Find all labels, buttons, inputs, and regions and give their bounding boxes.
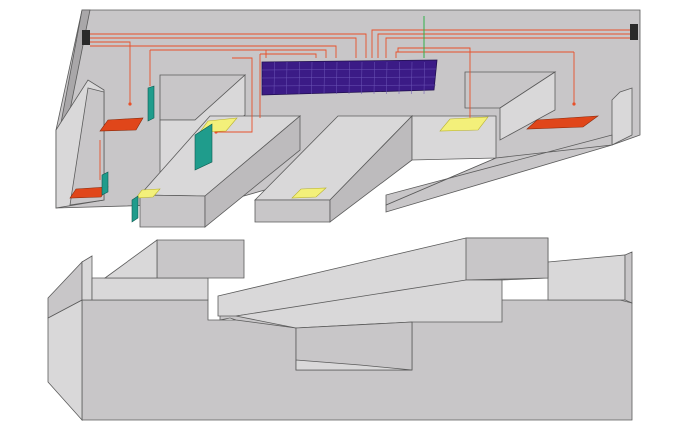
lower-left-block-side — [103, 239, 158, 279]
wire-terminal — [572, 102, 576, 106]
wire-trace — [90, 41, 131, 104]
beam-1-side — [204, 115, 301, 228]
wiring-harness — [90, 29, 630, 182]
wire-trace — [90, 37, 357, 58]
lower-left-post — [81, 255, 93, 301]
chip-grid-column — [323, 61, 325, 95]
yellow-pad-4 — [439, 116, 489, 132]
red-pad-3 — [526, 115, 600, 130]
wire-trace — [377, 33, 630, 58]
chip-grid-column — [336, 61, 338, 95]
chip-grid-column — [311, 61, 313, 95]
lower-left-plateau — [91, 277, 209, 301]
wire-trace — [260, 53, 317, 58]
lower-left-side — [47, 299, 83, 422]
lower-inner-slope — [295, 359, 413, 371]
lower-right-post — [624, 251, 633, 304]
wire-trace — [90, 45, 337, 58]
upper-right-step — [611, 87, 633, 146]
wire-trace — [371, 29, 630, 58]
left-connector — [82, 30, 90, 45]
teal-plate-1 — [147, 85, 155, 122]
chip-array — [261, 59, 438, 96]
teal-plate-4 — [131, 195, 139, 223]
center-block-slope — [385, 134, 613, 206]
chip-grid-column — [361, 61, 363, 95]
chip-grid-column — [386, 61, 388, 95]
red-pad-1 — [99, 117, 144, 132]
upper-left-wall-inner — [69, 87, 105, 206]
wire-trace — [90, 33, 367, 58]
wire-trace — [385, 37, 630, 58]
wire-trace — [150, 49, 327, 58]
right-connector — [630, 24, 638, 40]
lower-assembly — [47, 237, 633, 422]
wire-trace — [395, 51, 574, 58]
beam-2-front — [254, 199, 331, 223]
wire-trace — [397, 47, 471, 118]
lower-right-back — [547, 254, 626, 301]
yellow-pad-2 — [135, 188, 161, 199]
chip-grid-row — [261, 68, 437, 71]
wire-terminal — [128, 102, 132, 106]
lower-beam-front — [465, 237, 549, 281]
wire-trace — [216, 57, 253, 133]
chip-grid-row — [261, 76, 437, 79]
red-pad-2 — [69, 186, 109, 199]
beam-1-front — [139, 194, 206, 228]
teal-plate-2 — [101, 171, 109, 196]
chip-grid-column — [398, 61, 400, 95]
chip-grid-row — [261, 84, 437, 87]
upper-right-box-side — [499, 71, 556, 141]
chip-grid-column — [411, 61, 413, 95]
yellow-pad-3 — [291, 187, 327, 199]
chip-grid-column — [373, 61, 375, 95]
teal-plate-3 — [194, 123, 213, 171]
chip-grid-column — [423, 61, 425, 95]
lower-left-block-front — [156, 239, 245, 279]
chip-grid-column — [348, 61, 350, 95]
chip-array-grid — [261, 61, 437, 95]
